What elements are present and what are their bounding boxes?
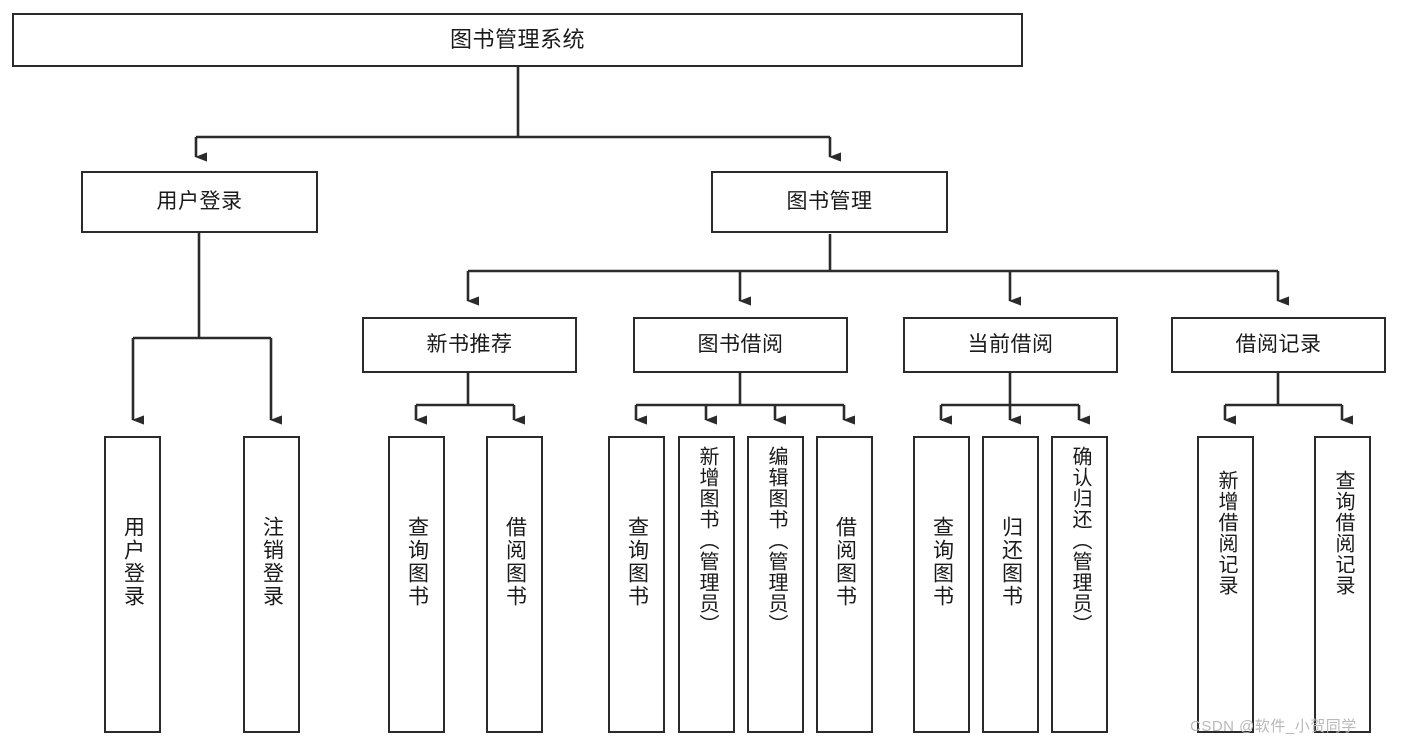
node-label: 图书借阅 [697,332,784,356]
node-label: 借阅图书 [833,516,857,608]
node-label: 借阅记录 [1235,332,1322,356]
leaf-borrow-query-book[interactable]: 查询图书 [608,436,665,733]
node-label: 用户登录 [156,189,243,213]
node-label: 确认归还（管理员） [1069,446,1091,635]
leaf-current-query-book[interactable]: 查询图书 [913,436,970,733]
leaf-borrow-borrow-book[interactable]: 借阅图书 [816,436,873,733]
leaf-user-login-signout[interactable]: 注销登录 [243,436,300,733]
leaf-current-return-book[interactable]: 归还图书 [982,436,1039,733]
node-root-system[interactable]: 图书管理系统 [12,13,1023,67]
node-label: 新增图书（管理员） [696,446,718,635]
leaf-recommend-borrow-book[interactable]: 借阅图书 [486,436,543,733]
node-label: 图书管理 [786,189,873,213]
node-current-borrow[interactable]: 当前借阅 [903,317,1118,373]
node-label: 借阅图书 [503,516,527,608]
node-label: 查询借阅记录 [1332,470,1354,596]
leaf-record-query-record[interactable]: 查询借阅记录 [1314,436,1371,733]
node-book-management[interactable]: 图书管理 [711,171,948,233]
node-label: 图书管理系统 [449,27,585,53]
node-label: 归还图书 [999,516,1023,608]
node-label: 用户登录 [121,516,145,608]
node-user-login[interactable]: 用户登录 [81,171,318,233]
leaf-current-confirm-return-admin[interactable]: 确认归还（管理员） [1051,436,1108,733]
node-label: 当前借阅 [967,332,1054,356]
node-label: 注销登录 [260,516,284,608]
node-new-book-recommend[interactable]: 新书推荐 [362,317,577,373]
node-book-borrow[interactable]: 图书借阅 [633,317,848,373]
node-label: 查询图书 [625,516,649,608]
node-borrow-record[interactable]: 借阅记录 [1171,317,1386,373]
node-label: 查询图书 [405,516,429,608]
node-label: 新书推荐 [426,332,513,356]
node-label: 查询图书 [930,516,954,608]
node-label: 新增借阅记录 [1215,470,1237,596]
leaf-borrow-edit-book-admin[interactable]: 编辑图书（管理员） [747,436,804,733]
node-label: 编辑图书（管理员） [765,446,787,635]
leaf-record-add-record[interactable]: 新增借阅记录 [1197,436,1254,733]
leaf-borrow-add-book-admin[interactable]: 新增图书（管理员） [678,436,735,733]
csdn-watermark: CSDN @软件_小贺同学 [1190,718,1357,735]
leaf-recommend-query-book[interactable]: 查询图书 [388,436,445,733]
leaf-user-login-signin[interactable]: 用户登录 [104,436,161,733]
